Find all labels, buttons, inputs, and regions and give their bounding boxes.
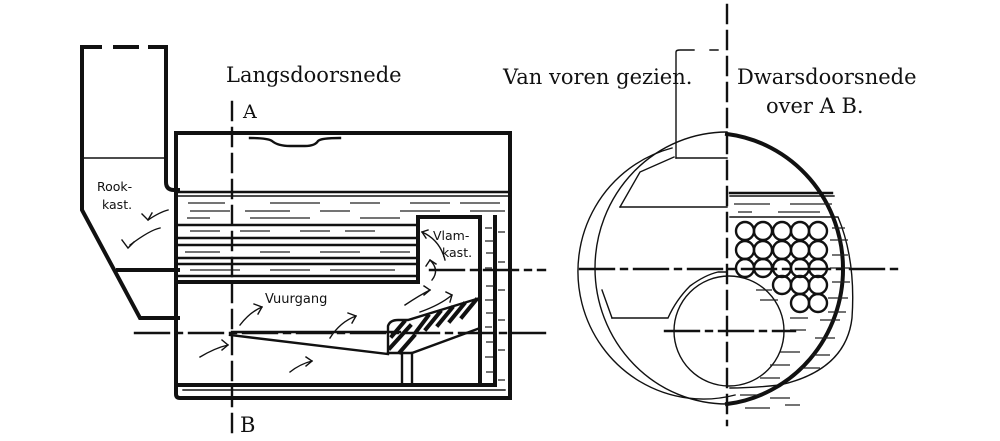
flow-arrows [121,209,453,373]
label-firetube: Vuurgang [265,292,327,307]
cross-section [577,3,902,427]
label-flamebox-1: Vlam- [433,228,469,243]
title-longitudinal: Langsdoorsnede [226,63,402,87]
title-cross-section-1: Dwarsdoorsnede [737,65,917,89]
longitudinal-section [80,45,547,441]
section-marker-a: A [242,101,257,123]
section-marker-b: B [240,413,255,437]
title-front-view: Van voren gezien. [502,65,692,89]
label-flamebox-2: kast. [442,245,472,260]
label-smokebox-1: Rook- [97,179,132,194]
tube-nest [734,220,829,314]
title-cross-section-2: over A B. [766,94,864,118]
label-smokebox-2: kast. [102,197,132,212]
